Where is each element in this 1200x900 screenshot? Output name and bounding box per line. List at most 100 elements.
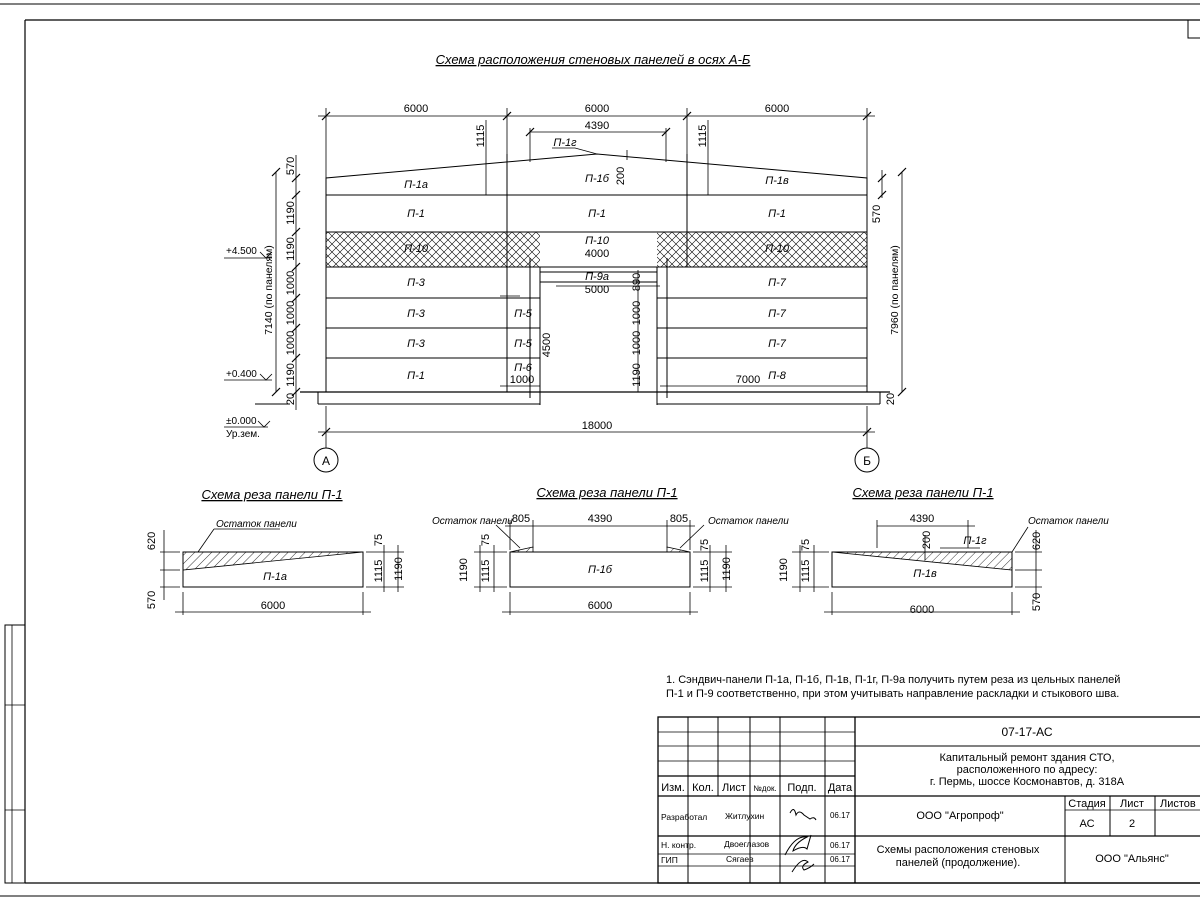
panel-p1-left: П-1: [407, 208, 425, 220]
stamp-name-2: Двоеглазов: [724, 839, 770, 849]
level-low: +0.400: [226, 369, 257, 380]
cut-scheme-3: Схема реза панели П-1 П-1в П-1г Остаток …: [778, 485, 1109, 616]
cut-scheme-2-dim-1115-left: 1115: [480, 560, 492, 583]
stamp-code: 07-17-АС: [1001, 725, 1052, 739]
dim-18000: 18000: [582, 420, 613, 432]
signature-2: [784, 834, 812, 856]
panel-p5-2: П-5: [514, 338, 533, 350]
stamp-date-3: 06.17: [830, 855, 851, 864]
panel-p1a: П-1а: [404, 179, 428, 191]
panel-p1b: П-1б: [585, 173, 610, 185]
cut-scheme-2-dim-1190-right: 1190: [721, 557, 733, 581]
dim-570-right: 570: [871, 205, 883, 223]
cut-scheme-3-label2: П-1г: [963, 535, 987, 547]
cut-scheme-3-title: Схема реза панели П-1: [852, 485, 993, 500]
dim-200: 200: [615, 167, 627, 185]
stamp-hdr-ndok: №док.: [753, 784, 776, 793]
cut-scheme-1-dim-570: 570: [146, 591, 158, 609]
ground-label: Ур.зем.: [226, 429, 260, 440]
panel-p1v: П-1в: [765, 175, 789, 187]
dim-1000: 1000: [510, 374, 534, 386]
panel-p10-left: П-10: [404, 243, 429, 255]
cut-scheme-2-dim-1190-left: 1190: [458, 558, 470, 582]
dim-1115-left: 1115: [475, 125, 487, 148]
dim-20-right: 20: [885, 393, 897, 405]
dim-left-1: 1190: [285, 201, 297, 225]
cut-scheme-3-dim-1190: 1190: [778, 558, 790, 582]
stamp-hdr-list: Лист: [722, 782, 746, 794]
panel-p10-mid: П-10: [585, 235, 610, 247]
cut-scheme-1-title: Схема реза панели П-1: [201, 487, 342, 502]
panel-p1-mid: П-1: [588, 208, 606, 220]
dim-left-3: 1000: [285, 271, 297, 295]
stamp-org2: ООО "Альянс": [1095, 853, 1169, 865]
cut-scheme-1-remainder: Остаток панели: [216, 519, 297, 530]
cut-scheme-1-dim-1190: 1190: [393, 557, 405, 581]
dim-left-7: 20: [285, 393, 297, 405]
cut-scheme-2-dim-1115-right: 1115: [699, 560, 711, 583]
signatures: [784, 809, 817, 873]
cut-scheme-2-top-805-right: 805: [670, 513, 688, 525]
cut-scheme-3-top: 4390: [910, 513, 934, 525]
elevation-drawing: [224, 108, 907, 473]
dim-left-4: 1000: [285, 301, 297, 325]
main-title: Схема расположения стеновых панелей в ос…: [436, 52, 751, 67]
dim-4000: 4000: [585, 248, 609, 260]
dim-left-6: 1190: [285, 363, 297, 387]
stamp-hdr-kol: Кол.: [692, 782, 714, 794]
dim-opening-4: 1190: [631, 363, 643, 387]
dim-top-1: 6000: [404, 103, 428, 115]
cut-scheme-2-label: П-1б: [588, 564, 613, 576]
stamp-date-1: 06.17: [830, 811, 851, 820]
stamp-role-1: Разработал: [661, 812, 707, 822]
signature-3: [791, 859, 815, 873]
overall-height-left: 7140 (по панелям): [263, 245, 275, 335]
stamp-title-2: панелей (продолжение).: [896, 857, 1021, 869]
dim-570-left: 570: [285, 157, 297, 175]
cut-scheme-1-label: П-1а: [263, 571, 287, 583]
cut-scheme-3-remainder: Остаток панели: [1028, 516, 1109, 527]
stamp-role-3: ГИП: [661, 855, 678, 865]
cut-scheme-2-width: 6000: [588, 600, 612, 612]
cut-scheme-2-top-805-left: 805: [512, 513, 530, 525]
dim-top-2: 6000: [585, 103, 609, 115]
stamp-sheet: 2: [1129, 818, 1135, 830]
cut-scheme-3-dim-75: 75: [800, 539, 812, 551]
stamp-stage-hdr: Стадия: [1068, 798, 1106, 810]
dim-7000: 7000: [736, 374, 760, 386]
stamp-sheets-hdr: Листов: [1160, 798, 1196, 810]
cut-scheme-3-dim-620: 620: [1031, 532, 1043, 550]
title-block: [657, 716, 1200, 884]
dim-opening-2: 1000: [631, 301, 643, 325]
cut-scheme-2-remainder-right: Остаток панели: [708, 516, 789, 527]
panel-p1-right: П-1: [768, 208, 786, 220]
stamp-hdr-izm: Изм.: [661, 782, 685, 794]
panel-p7-3: П-7: [768, 338, 787, 350]
cut-scheme-2-remainder-left: Остаток панели: [432, 516, 513, 527]
panel-p3-1: П-3: [407, 277, 426, 289]
panel-p7-1: П-7: [768, 277, 787, 289]
panel-p7-2: П-7: [768, 308, 787, 320]
panel-p5-1: П-5: [514, 308, 533, 320]
stamp-name-3: Сягаев: [726, 854, 754, 864]
cut-scheme-2-dim-75-left: 75: [480, 534, 492, 546]
cut-scheme-3-label: П-1в: [913, 568, 937, 580]
dim-opening-1: 890: [631, 273, 643, 291]
overall-height-right: 7960 (по панелям): [889, 245, 901, 335]
dim-opening-3: 1000: [631, 331, 643, 355]
dim-left-5: 1000: [285, 331, 297, 355]
cut-scheme-3-width: 6000: [910, 604, 934, 616]
level-zero: ±0.000: [226, 416, 257, 427]
signature-1: [789, 809, 817, 821]
stamp-date-2: 06.17: [830, 841, 851, 850]
panel-p3-3: П-3: [407, 338, 426, 350]
panel-p9a: П-9а: [585, 271, 609, 283]
cut-scheme-1-width: 6000: [261, 600, 285, 612]
cut-scheme-1: Схема реза панели П-1 П-1а Остаток панел…: [146, 487, 405, 615]
cut-scheme-2-title: Схема реза панели П-1: [536, 485, 677, 500]
panel-p3-2: П-3: [407, 308, 426, 320]
note-line-2: П-1 и П-9 соответственно, при этом учиты…: [666, 688, 1119, 700]
stamp-project-2: расположенного по адресу:: [957, 764, 1098, 776]
cut-scheme-1-dim-1115: 1115: [373, 560, 385, 583]
dim-5000: 5000: [585, 284, 609, 296]
